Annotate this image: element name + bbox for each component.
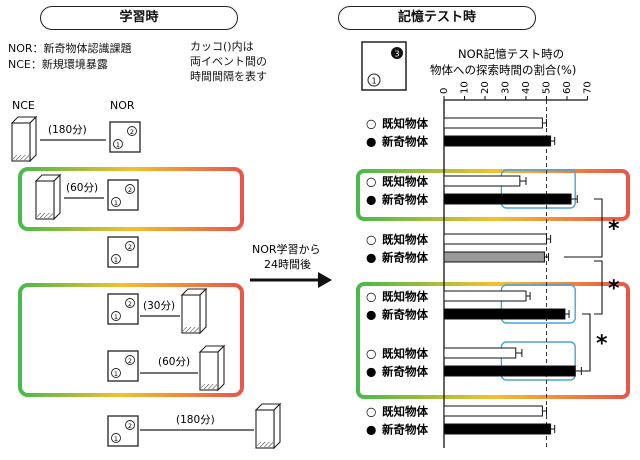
- svg-text:1: 1: [371, 77, 376, 86]
- series-label: 既知物体: [382, 117, 428, 131]
- series-label: 新奇物体: [382, 193, 428, 207]
- bar: [443, 251, 545, 263]
- bar: [443, 405, 543, 417]
- bar: [443, 365, 576, 377]
- series-marker: ○: [366, 233, 376, 247]
- significance-star: *: [608, 277, 620, 302]
- significance-star: *: [608, 217, 620, 242]
- protocol-diagram: 1 2 NCE NOR (180分) (60分) (30分) (60分) (18…: [11, 99, 332, 449]
- series-marker: ●: [366, 423, 376, 437]
- series-marker: ●: [366, 193, 376, 207]
- series-marker: ●: [366, 135, 376, 149]
- bar: [443, 117, 543, 129]
- series-label: 新奇物体: [382, 251, 428, 265]
- interval-row6: (180分): [176, 414, 215, 426]
- arrow-label-1: NOR学習から: [252, 242, 321, 256]
- x-tick-label: 60: [562, 81, 573, 94]
- highlight-box: [500, 169, 576, 209]
- group-a-frame: [18, 167, 244, 231]
- group-b-frame: [18, 283, 244, 397]
- chart-title-2: 物体への探索時間の割合(%): [430, 63, 576, 77]
- series-marker: ○: [366, 175, 376, 189]
- significance-bracket: [594, 198, 603, 258]
- arrow-label-2: 24時間後: [264, 257, 311, 271]
- svg-text:3: 3: [394, 50, 399, 59]
- interval-row4: (30分): [143, 300, 175, 312]
- exploration-chart: 1 3 NOR記憶テスト時の 物体への探索時間の割合(%) 0 10 20 30 40 5…: [356, 41, 630, 448]
- interval-row2: (60分): [66, 182, 98, 194]
- test-header: 記憶テスト時: [338, 6, 536, 30]
- interval-note-2: 両イベント間の: [190, 55, 267, 68]
- chart-frame-b: [356, 282, 630, 399]
- x-tick-label: 10: [460, 81, 471, 94]
- interval-note-3: 時間間隔を表す: [190, 70, 267, 83]
- series-marker: ○: [366, 117, 376, 131]
- bar: [443, 193, 572, 205]
- chart-title-1: NOR記憶テスト時の: [458, 47, 564, 61]
- highlight-box: [500, 284, 576, 324]
- bar: [443, 233, 547, 245]
- series-label: 既知物体: [382, 405, 428, 419]
- bar: [443, 290, 527, 302]
- interval-note-1: カッコ()内は: [190, 40, 254, 53]
- bar: [443, 175, 521, 187]
- significance-bracket: [594, 260, 603, 315]
- x-tick-label: 70: [583, 81, 594, 94]
- series-marker: ○: [366, 405, 376, 419]
- x-tick-label: 20: [480, 81, 491, 94]
- chart-frame-a: [356, 169, 630, 221]
- series-label: 新奇物体: [382, 135, 428, 149]
- legend-nor: NOR：新奇物体認識課題: [8, 42, 132, 55]
- series-marker: ●: [366, 251, 376, 265]
- series-label: 新奇物体: [382, 365, 428, 379]
- series-label: 新奇物体: [382, 308, 428, 322]
- series-marker: ●: [366, 308, 376, 322]
- highlight-box: [500, 341, 576, 381]
- legend-nce: NCE：新規環境暴露: [8, 58, 108, 71]
- x-tick-label: 50: [542, 81, 553, 94]
- x-tick-label: 30: [501, 81, 512, 94]
- series-label: 既知物体: [382, 290, 428, 304]
- x-tick-label: 0: [439, 88, 450, 94]
- series-label: 既知物体: [382, 233, 428, 247]
- series-label: 既知物体: [382, 175, 428, 189]
- series-marker: ●: [366, 365, 376, 379]
- series-marker: ○: [366, 290, 376, 304]
- significance-bracket: [582, 313, 591, 372]
- nor-label: NOR: [110, 99, 135, 112]
- series-label: 新奇物体: [382, 423, 428, 437]
- bar: [443, 423, 552, 435]
- x-tick-label: 40: [521, 81, 532, 94]
- learning-header: 学習時: [40, 6, 238, 30]
- significance-star: *: [596, 332, 608, 357]
- series-marker: ○: [366, 347, 376, 361]
- bar: [443, 135, 552, 147]
- bar: [443, 308, 566, 320]
- interval-row5: (60分): [158, 356, 190, 368]
- interval-row1: (180分): [48, 124, 87, 136]
- nce-label: NCE: [12, 99, 35, 112]
- series-label: 既知物体: [382, 347, 428, 361]
- bar: [443, 347, 517, 359]
